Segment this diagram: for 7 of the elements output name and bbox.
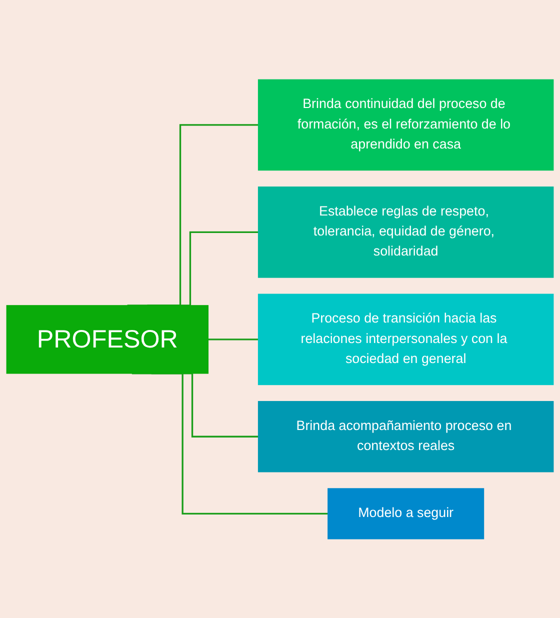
node-box: Modelo a seguir <box>328 488 484 539</box>
node-box: Establece reglas de respeto, tolerancia, equidad de género, solidaridad <box>258 186 554 278</box>
connector <box>208 338 258 340</box>
node-box: PROFESOR <box>6 304 209 374</box>
node-box: Brinda continuidad del proceso de formación, es el reforzamiento de lo aprendido en casa <box>258 79 554 170</box>
node-box: Brinda acompañamiento proceso en contextos reales <box>258 400 554 472</box>
node-box: Proceso de transición hacia las relaciones interpersonales y con la sociedad en general <box>258 294 554 385</box>
